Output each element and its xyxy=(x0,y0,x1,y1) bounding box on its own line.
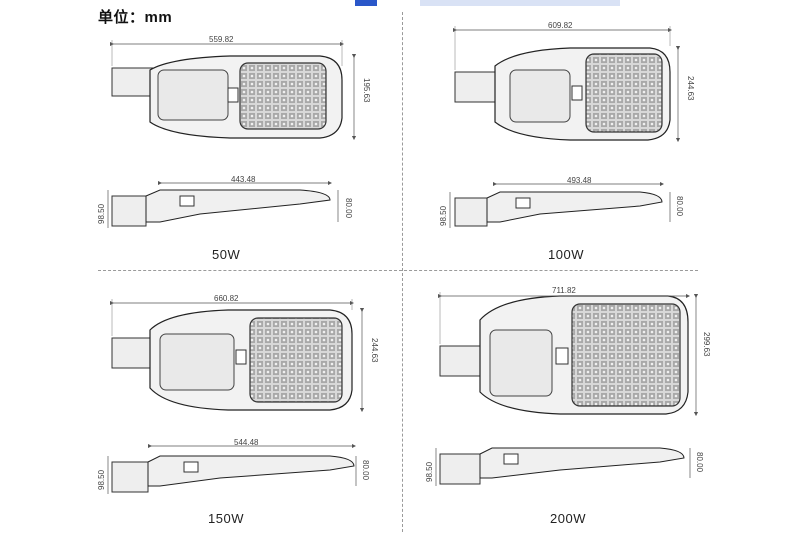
label-200w: 200W xyxy=(550,511,586,526)
dim-50w-side-height-left: 98.50 xyxy=(97,203,106,224)
dim-150w-side-height-right: 80.00 xyxy=(361,460,370,481)
dim-200w-side-height-left: 98.50 xyxy=(425,461,434,482)
drawing-200w: 711.82 299.63 98.50 80.00 xyxy=(425,286,711,486)
top-strip-right xyxy=(420,0,620,6)
dim-100w-side-height-right: 80.00 xyxy=(675,196,684,217)
drawing-150w: 660.82 244.63 544.48 98.50 80.00 xyxy=(97,294,379,494)
top-view-50w xyxy=(111,55,343,139)
dim-150w-side-height-left: 98.50 xyxy=(97,469,106,490)
top-strip-left xyxy=(355,0,377,6)
drawing-100w: 609.82 244.63 493.48 98.50 80.00 xyxy=(439,21,695,228)
dim-150w-top-length: 660.82 xyxy=(214,294,239,303)
dim-50w-top-length: 559.82 xyxy=(209,35,234,44)
dim-200w-top-width: 299.63 xyxy=(702,332,711,357)
side-view-50w xyxy=(111,189,331,227)
dim-200w-top-length: 711.82 xyxy=(552,286,576,295)
drawing-50w: 559.82 195.63 443.48 98.50 80.00 xyxy=(97,35,371,228)
dim-100w-side-length: 493.48 xyxy=(567,176,592,185)
dim-200w-side-height-right: 80.00 xyxy=(695,452,704,473)
unit-label: 单位：mm xyxy=(98,9,173,26)
label-50w: 50W xyxy=(212,247,241,262)
dim-50w-top-width: 195.63 xyxy=(362,78,371,103)
top-view-200w xyxy=(439,295,689,415)
top-view-100w xyxy=(454,47,671,141)
dim-100w-top-width: 244.63 xyxy=(686,76,695,101)
dim-150w-side-length: 544.48 xyxy=(234,438,259,447)
dim-100w-side-height-left: 98.50 xyxy=(439,205,448,226)
dim-100w-top-length: 609.82 xyxy=(548,21,573,30)
side-view-200w xyxy=(439,447,685,485)
label-150w: 150W xyxy=(208,511,244,526)
horizontal-divider xyxy=(98,270,698,271)
top-view-150w xyxy=(111,309,353,411)
dim-150w-top-width: 244.63 xyxy=(370,338,379,363)
side-view-150w xyxy=(111,455,355,493)
vertical-divider xyxy=(402,12,403,532)
dim-50w-side-height-right: 80.00 xyxy=(344,198,353,219)
dim-50w-side-length: 443.48 xyxy=(231,175,256,184)
side-view-100w xyxy=(454,191,663,227)
label-100w: 100W xyxy=(548,247,584,262)
